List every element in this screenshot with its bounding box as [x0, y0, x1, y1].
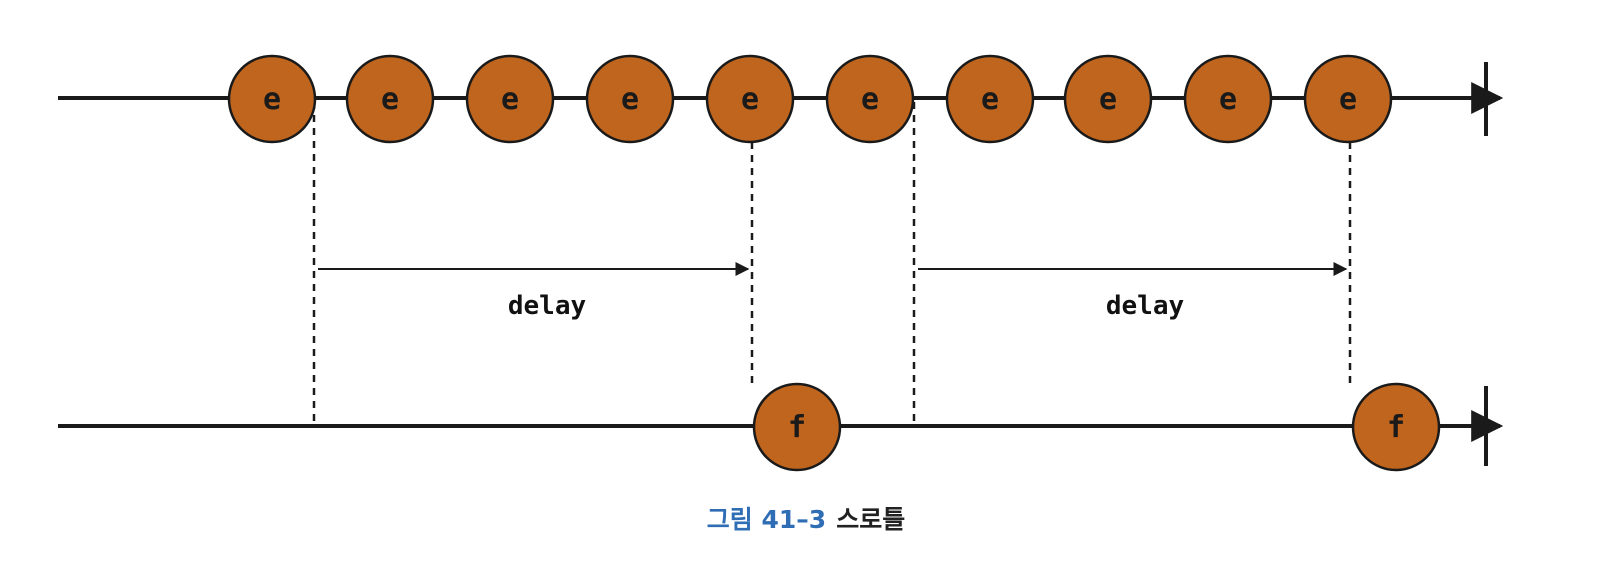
svg-text:e: e: [981, 82, 999, 117]
svg-text:e: e: [621, 82, 639, 117]
svg-text:f: f: [788, 410, 806, 445]
source-event: e: [705, 54, 795, 144]
svg-text:e: e: [1219, 82, 1237, 117]
source-event: e: [945, 54, 1035, 144]
figure-caption: 그림 41–3 스로틀: [0, 500, 1612, 536]
svg-text:e: e: [1339, 82, 1357, 117]
source-event: e: [227, 54, 317, 144]
svg-text:e: e: [501, 82, 519, 117]
source-event: e: [585, 54, 675, 144]
svg-text:f: f: [1387, 410, 1405, 445]
source-event: e: [345, 54, 435, 144]
svg-text:e: e: [263, 82, 281, 117]
delay-interval-1: delay: [318, 262, 750, 321]
throttled-events: f f: [752, 382, 1441, 472]
delay-interval-2: delay: [918, 262, 1348, 321]
figure-number: 그림 41–3: [706, 505, 827, 534]
svg-text:e: e: [861, 82, 879, 117]
source-event: e: [825, 54, 915, 144]
source-events: e e e e e e e e: [227, 54, 1393, 144]
delay-label: delay: [1106, 291, 1184, 321]
source-event: e: [1063, 54, 1153, 144]
figure-title: 스로틀: [836, 505, 906, 534]
dashed-guides: [312, 102, 1352, 424]
source-event: e: [1303, 54, 1393, 144]
svg-text:e: e: [1099, 82, 1117, 117]
delay-label: delay: [508, 291, 586, 321]
throttled-event: f: [752, 382, 842, 472]
svg-text:e: e: [741, 82, 759, 117]
source-event: e: [1183, 54, 1273, 144]
source-event: e: [465, 54, 555, 144]
svg-text:e: e: [381, 82, 399, 117]
throttled-event: f: [1351, 382, 1441, 472]
